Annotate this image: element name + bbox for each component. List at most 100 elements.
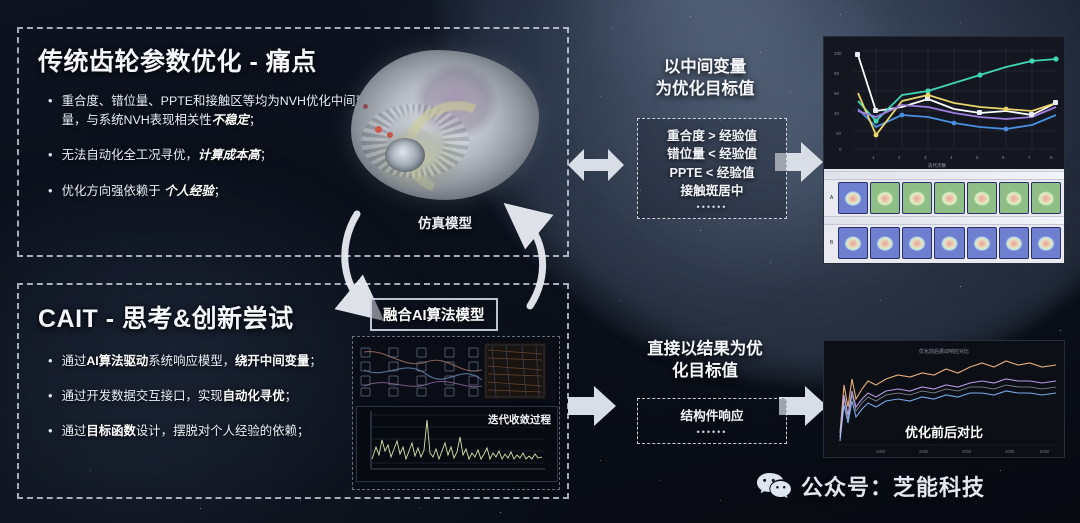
star [612, 28, 613, 29]
bearing-marker [387, 132, 393, 138]
criteria-item: 接触斑居中 [642, 182, 782, 200]
bearing-marker [375, 126, 382, 133]
star [840, 14, 841, 15]
star [600, 96, 601, 97]
bullet-text-suffix: ； [285, 389, 297, 403]
list-item: • 通过目标函数设计，摆脱对个人经验的依赖； [48, 422, 368, 441]
bullet-text-prefix: 优化方向强依赖于 [62, 184, 165, 198]
svg-text:5000: 5000 [1040, 449, 1050, 454]
star [660, 480, 661, 481]
result-criteria-box: 结构件响应 •••••• [637, 398, 787, 444]
bullet-text-emphasis: 自动化寻优 [223, 389, 285, 403]
svg-text:40: 40 [834, 111, 840, 116]
row-id: A [827, 195, 836, 201]
list-item: • 通过开发数据交互接口，实现自动化寻优； [48, 387, 368, 406]
bullet-text: 优化方向强依赖于 个人经验； [62, 182, 227, 201]
table-row: B [824, 225, 1064, 261]
bullet-text: 无法自动化全工况寻优，计算成本高； [62, 146, 273, 165]
bullet-dot: • [48, 146, 53, 165]
star [880, 300, 881, 301]
svg-text:1000: 1000 [876, 449, 886, 454]
contact-pattern-cell [934, 182, 964, 214]
bullet-text: 通过AI算法驱动系统响应模型，绕开中间变量； [62, 352, 322, 371]
bullet-text-suffix: ； [297, 424, 309, 438]
bullet-dot: • [48, 92, 53, 130]
contact-pattern-cell [838, 182, 868, 214]
bullet-text-emphasis: AI算法驱动 [86, 354, 148, 368]
list-item: • 重合度、错位量、PPTE和接触区等均为NVH优化中间变量，与系统NVH表现相… [48, 92, 368, 130]
cait-title: CAIT - 思考&创新尝试 [38, 299, 294, 335]
contact-pattern-cell [934, 227, 964, 259]
bullet-text-emphasis: 计算成本高 [198, 148, 260, 162]
bullet-dot: • [48, 182, 53, 201]
bullet-text-suffix: ； [309, 354, 321, 368]
bullet-text: 重合度、错位量、PPTE和接触区等均为NVH优化中间变量，与系统NVH表现相关性… [62, 92, 368, 130]
multi-series-line-chart: 1008060 40200 123 456 78 迭代次数 [824, 37, 1064, 169]
bullet-text: 通过开发数据交互接口，实现自动化寻优； [62, 387, 297, 406]
bullet-text-emphasis: 目标函数 [86, 424, 136, 438]
criteria-item: 重合度 > 经验值 [642, 127, 782, 145]
bullet-text-prefix: 通过 [62, 354, 87, 368]
svg-text:2000: 2000 [919, 449, 929, 454]
watermark: 公众号：芝能科技 [757, 470, 985, 502]
bullet-text-emphasis2: 绕开中间变量 [235, 354, 309, 368]
star [500, 512, 501, 513]
row-id: B [827, 240, 836, 246]
svg-text:20: 20 [836, 131, 842, 136]
svg-text:4000: 4000 [1005, 449, 1015, 454]
watermark-text: 公众号：芝能科技 [801, 470, 985, 502]
contact-pattern-cell [999, 227, 1029, 259]
bullet-dot: • [48, 387, 53, 406]
parameter-matrix-image [356, 340, 556, 402]
intermediate-variable-heading: 以中间变量 为优化目标值 [620, 56, 790, 101]
ai-algorithm-model-box[interactable]: 融合AI算法模型 [370, 298, 498, 331]
star [720, 500, 721, 501]
criteria-item: 结构件响应 [642, 407, 782, 425]
star [770, 262, 771, 263]
star [790, 92, 791, 93]
matrix-svg [356, 340, 550, 402]
bullet-text-mid: 系统响应模型， [148, 354, 235, 368]
svg-text:100: 100 [834, 51, 842, 56]
bullet-text-emphasis: 个人经验 [164, 184, 214, 198]
comparison-label: 优化前后对比 [824, 422, 1064, 441]
bullet-text-prefix: 通过开发数据交互接口，实现 [62, 389, 223, 403]
bullet-text: 通过目标函数设计，摆脱对个人经验的依赖； [62, 422, 310, 441]
contact-pattern-cell [838, 227, 868, 259]
bullet-text-suffix: ； [214, 184, 226, 198]
criteria-item: 错位量 < 经验值 [642, 145, 782, 163]
pain-points-title: 传统齿轮参数优化 - 痛点 [38, 42, 317, 78]
bullet-text-suffix: ； [249, 113, 261, 127]
bullet-text-emphasis: 不稳定 [212, 113, 249, 127]
list-item: • 优化方向强依赖于 个人经验； [48, 182, 368, 201]
center-result-images: 迭代收敛过程 [352, 336, 560, 490]
contact-pattern-cell [902, 182, 932, 214]
bullet-text-prefix: 无法自动化全工况寻优， [62, 148, 198, 162]
gearbox-3d-model [345, 42, 545, 207]
right-arrow-bottom-left [568, 385, 616, 427]
list-item: • 通过AI算法驱动系统响应模型，绕开中间变量； [48, 352, 368, 371]
bullet-text-suffix: ； [260, 148, 272, 162]
intermediate-criteria-box: 重合度 > 经验值 错位量 < 经验值 PPTE < 经验值 接触斑居中 •••… [637, 118, 787, 219]
star [620, 300, 621, 301]
contact-pattern-cell [1031, 227, 1061, 259]
star [200, 508, 201, 509]
table-row: A [824, 180, 1064, 216]
bullet-dot: • [48, 422, 53, 441]
criteria-ellipsis: •••••• [642, 427, 782, 437]
contact-pattern-cell [870, 182, 900, 214]
star [760, 52, 761, 53]
gear-hub [385, 138, 425, 172]
result-target-heading: 直接以结果为优 化目标值 [620, 338, 790, 383]
contact-pattern-cell [1031, 182, 1061, 214]
convergence-chart-image: 迭代收敛过程 [356, 406, 558, 482]
port-marker [363, 104, 368, 109]
thumbnail-header-stripe [824, 171, 1064, 180]
contact-pattern-cell [999, 182, 1029, 214]
svg-text:迭代次数: 迭代次数 [928, 162, 946, 169]
contact-pattern-cell [967, 182, 997, 214]
line-chart-svg: 1008060 40200 123 456 78 迭代次数 [824, 37, 1064, 169]
criteria-item: PPTE < 经验值 [642, 164, 782, 182]
cait-bullets: • 通过AI算法驱动系统响应模型，绕开中间变量； • 通过开发数据交互接口，实现… [48, 352, 368, 458]
